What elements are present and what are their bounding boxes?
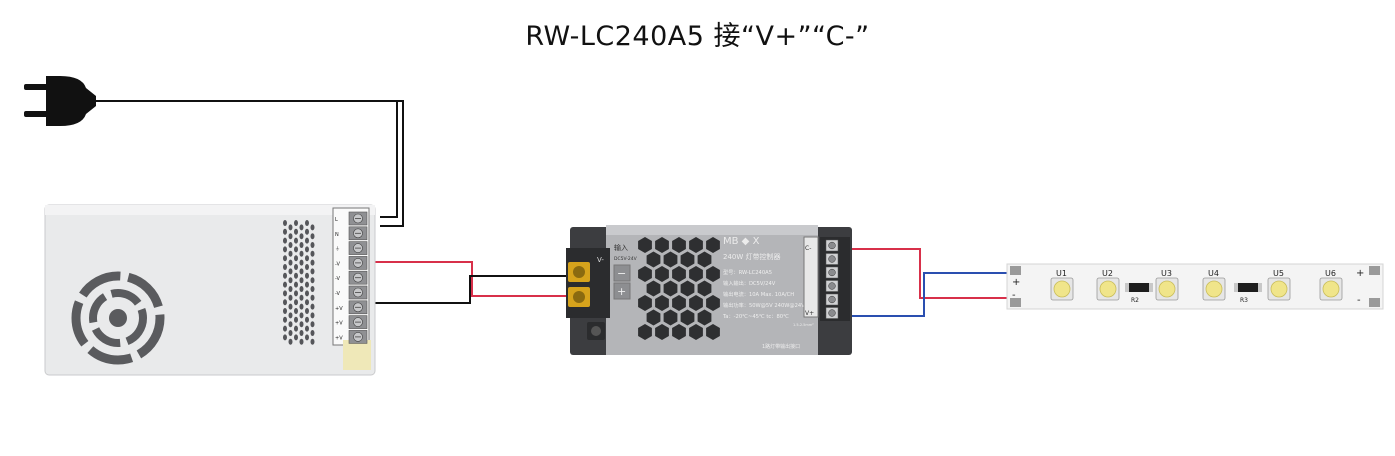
led-label: U4 [1208,269,1219,278]
led-label: U6 [1325,269,1336,278]
power-supply-unit: L N ⏚ -V -V -V +V +V +V [44,204,376,376]
controller-red-wire [838,248,1010,299]
led-label: U1 [1056,269,1067,278]
controller-blue-wire [838,272,1010,317]
ac-cable-wire [96,100,404,227]
resistor-label: R3 [1240,297,1248,304]
resistor [1128,283,1150,292]
led-label: U2 [1102,269,1113,278]
svg-text:+: + [617,285,626,298]
spec-line: 输出功率：50W@5V 240W@24V [723,301,805,309]
wire-gauge-label: 1.5-2.5mm² [793,323,814,327]
psu-terminal-label: +V [335,321,343,327]
vplus-label: V+ [805,310,814,317]
input-label: 输入 [614,243,628,252]
brand-logo: MB ◆ X [723,236,760,247]
psu-terminal-block: L N ⏚ -V -V -V +V +V +V [335,211,368,344]
strip-minus-left: - [1012,290,1016,301]
resistor [1237,283,1259,292]
led-label: U3 [1161,269,1172,278]
spec-line: 输出电流：10A Max. 10A/CH [723,290,794,298]
vent-holes [283,220,315,345]
vminus-label: V- [597,256,604,264]
output-terminal-block [825,239,839,319]
spec-line: 输入输出：DC5V/24V [723,279,776,287]
strip-minus-right: - [1357,295,1361,306]
cminus-label: C- [805,245,811,252]
model-title: 240W 灯带控制器 [723,252,781,261]
psu-terminal-label: -V [335,291,341,297]
led-strip: + - + - U1 U2 U3 U4 U5 U6 R2 R3 [1006,263,1384,310]
svg-text:−: − [617,267,626,280]
psu-terminal-label: L [335,217,338,223]
led-label: U5 [1273,269,1284,278]
ac-cable-wire-2 [380,101,398,218]
psu-terminal-label: +V [335,335,343,341]
psu-terminal-label: N [335,232,339,238]
resistor-label: R2 [1131,297,1139,304]
spec-line: Ta：-20℃~45℃ tc：80℃ [722,314,789,320]
psu-terminal-label: ⏚ [335,246,340,253]
strip-plus-right: + [1356,268,1364,279]
diagram-title: RW-LC240A5 接“V+”“C-” [525,21,870,52]
psu-terminal-label: -V [335,276,341,282]
spec-label: 型号：RW-LC240A5 输入输出：DC5V/24V 输出电流：10A Max. … [722,268,805,320]
output-port-label: 1路灯带输出接口 [762,343,800,350]
spec-line: 型号：RW-LC240A5 [723,268,772,276]
fan-grill-icon [71,271,165,365]
input-sub-label: DC5V-24V [614,256,638,262]
psu-terminal-label: +V [335,306,343,312]
psu-negative-wire [368,275,575,304]
psu-terminal-label: -V [335,261,341,267]
psu-positive-wire [368,261,575,297]
power-plug-icon [24,76,96,126]
strip-plus-left: + [1012,277,1020,288]
led-controller: V- − + 输入 DC5V-24V MB ◆ X 240W 灯带控制器 型号：… [566,225,852,355]
hex-vent-pattern [638,237,720,340]
